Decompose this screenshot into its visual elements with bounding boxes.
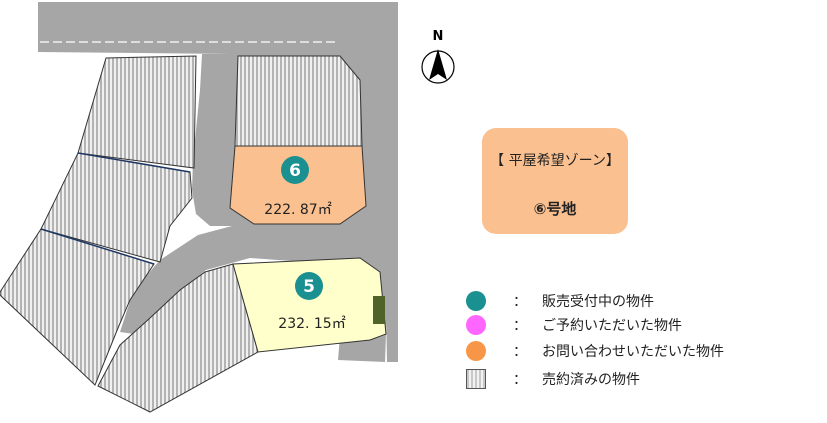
legend-colon: ： (513, 344, 527, 360)
legend-item-inquired: ： お問い合わせいただいた物件 (466, 340, 724, 362)
north-arrow-icon (429, 49, 447, 80)
lot-divider (77, 152, 191, 173)
compass-north-label: N (433, 29, 444, 44)
legend-label: ご予約いただいた物件 (542, 318, 682, 334)
lot-divider (40, 228, 155, 265)
green-strip (373, 296, 385, 324)
legend-item-sold: ： 売約済みの物件 (466, 368, 640, 390)
legend-item-reserved: ： ご予約いただいた物件 (466, 314, 682, 336)
lot-6-number: 6 (289, 161, 301, 181)
lot-6-area: 222. 87㎡ (264, 202, 331, 218)
legend-label: お問い合わせいただいた物件 (542, 344, 724, 360)
legend-colon: ： (513, 372, 527, 388)
lot-6-parcel (229, 145, 367, 225)
zone-info-box: 【 平屋希望ゾーン】 ⑥号地 (482, 128, 628, 234)
lot-6-badge (281, 156, 309, 184)
lot-5-badge (295, 272, 323, 300)
lot-5-number: 5 (303, 277, 315, 297)
zone-title: 【 平屋希望ゾーン】 (490, 153, 620, 169)
sold-lot-left-3 (0, 228, 155, 386)
orange-dot-icon (466, 341, 486, 361)
legend-label: 売約済みの物件 (542, 372, 640, 388)
sold-lot-bottom (97, 263, 259, 413)
pink-dot-icon (466, 315, 486, 335)
legend-colon: ： (513, 294, 527, 310)
sold-lot-left-1 (77, 55, 197, 169)
legend-colon: ： (513, 318, 527, 334)
lot-5-parcel (232, 257, 387, 353)
compass: N (421, 29, 455, 84)
lot-5-area: 232. 15㎡ (278, 316, 345, 332)
legend-label: 販売受付中の物件 (542, 294, 654, 310)
sold-lot-top (234, 55, 363, 147)
teal-dot-icon (466, 291, 486, 311)
sold-hatch-swatch-icon (466, 369, 486, 389)
legend-item-available: ： 販売受付中の物件 (466, 290, 654, 312)
zone-lot-number: ⑥号地 (533, 200, 577, 218)
